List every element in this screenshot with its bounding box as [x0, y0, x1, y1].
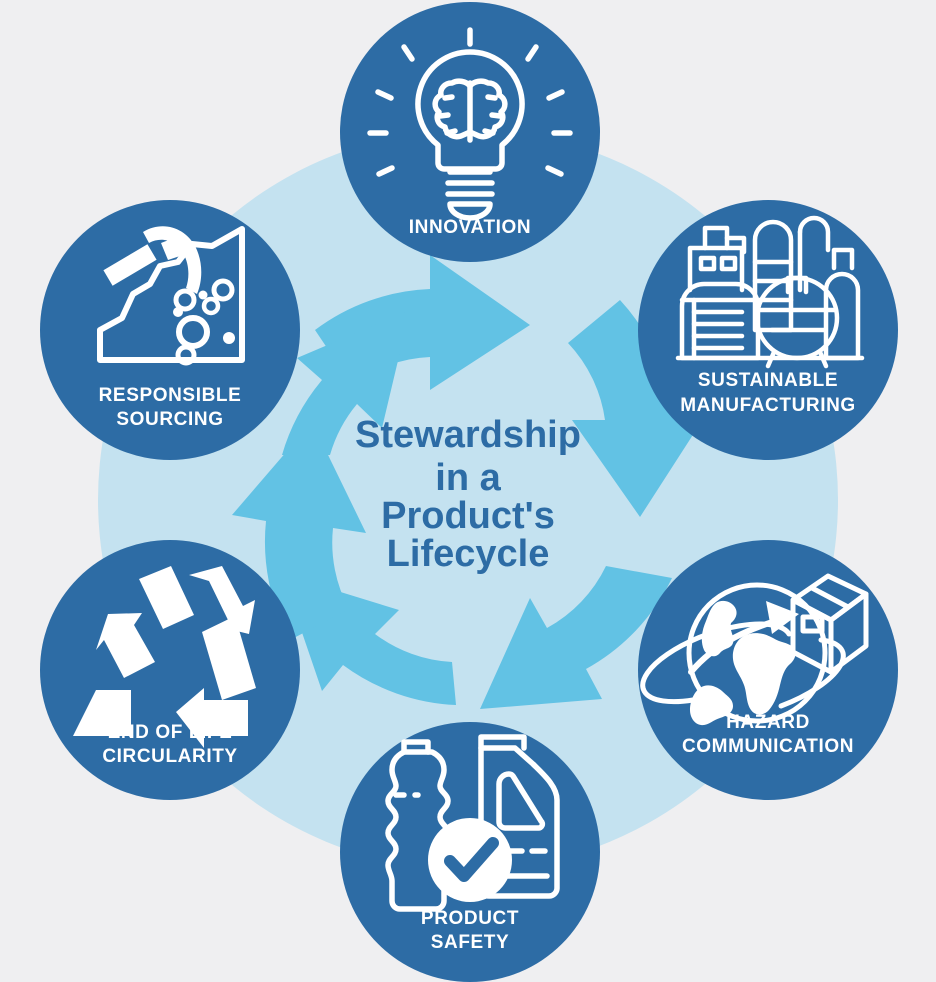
node-responsible-sourcing[interactable]: RESPONSIBLE SOURCING [40, 200, 300, 460]
cycle-arrow-5 [232, 422, 366, 640]
center-title-line-2: in a [435, 457, 501, 499]
cycle-arrow-6 [282, 310, 410, 455]
node-end-of-life-circularity-label-2: CIRCULARITY [102, 746, 237, 767]
node-sustainable-manufacturing-label-2: MANUFACTURING [680, 395, 856, 416]
factory-plant-icon [675, 215, 865, 369]
center-title-line-1: Stewardship [355, 414, 581, 456]
node-product-safety-label-2: SAFETY [431, 932, 510, 953]
cycle-arrow-3 [480, 566, 672, 709]
node-hazard-communication[interactable]: HAZARD COMMUNICATION [638, 540, 898, 800]
node-responsible-sourcing-circle[interactable] [40, 200, 300, 460]
node-hazard-communication-label-1: HAZARD [726, 712, 810, 733]
center-title-line-4: Lifecycle [387, 533, 550, 575]
bottles-checkmark-icon [385, 734, 560, 912]
recycling-symbol-icon [73, 566, 256, 748]
globe-shipping-box-icon [640, 573, 869, 726]
node-sustainable-manufacturing[interactable]: SUSTAINABLE MANUFACTURING [638, 200, 898, 460]
center-title: Stewardship in a Product's Lifecycle [355, 414, 581, 575]
center-title-line-3: Product's [381, 495, 555, 537]
cycle-arrows [232, 255, 707, 709]
node-product-safety-label-1: PRODUCT [421, 908, 519, 929]
node-end-of-life-circularity-label-1: END OF LIFE [108, 722, 233, 743]
node-innovation-label: INNOVATION [409, 217, 531, 238]
node-responsible-sourcing-label-2: SOURCING [116, 409, 223, 430]
cycle-arrow-2 [568, 300, 707, 517]
node-hazard-communication-label-2: COMMUNICATION [682, 736, 854, 757]
node-end-of-life-circularity[interactable]: END OF LIFE CIRCULARITY [40, 540, 300, 800]
node-product-safety[interactable]: PRODUCT SAFETY [340, 722, 600, 982]
node-sustainable-manufacturing-label-1: SUSTAINABLE [698, 370, 838, 391]
node-innovation[interactable]: INNOVATION [340, 2, 600, 262]
lightbulb-brain-icon [367, 27, 573, 221]
node-responsible-sourcing-label-1: RESPONSIBLE [99, 385, 242, 406]
pickaxe-mining-icon [97, 226, 245, 366]
